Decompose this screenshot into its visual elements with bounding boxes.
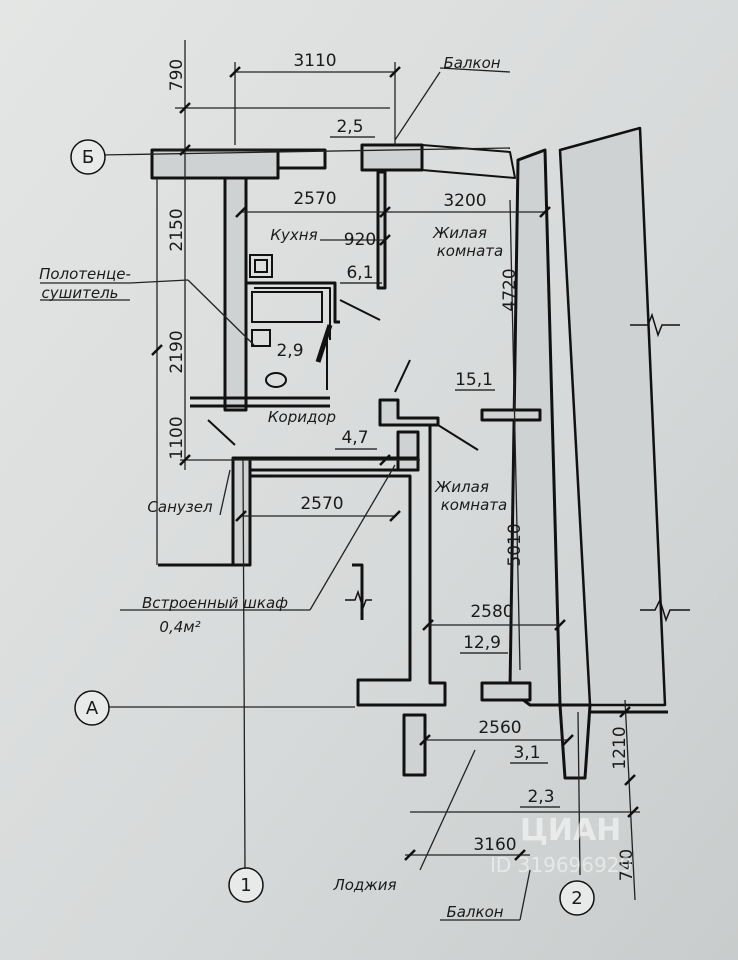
label-living-2-line2: комната xyxy=(441,496,507,514)
area-balcony-top: 2,5 xyxy=(336,117,363,137)
area-loggia-b: 2,3 xyxy=(527,787,554,807)
dim-4720: 4720 xyxy=(500,268,520,311)
dim-1210: 1210 xyxy=(610,726,630,769)
dim-920: 920 xyxy=(344,230,376,250)
dim-3200: 3200 xyxy=(443,191,486,211)
axis-a-circle xyxy=(74,690,110,726)
dim-2570-kitchen: 2570 xyxy=(293,189,336,209)
label-towel-line2: сушитель xyxy=(42,284,119,302)
axis-2-label: 2 xyxy=(571,888,582,909)
label-living-1-line2: комната xyxy=(437,242,503,260)
stove-icon xyxy=(249,254,273,278)
label-balcony-bottom: Балкон xyxy=(446,903,503,921)
toilet-icon xyxy=(265,372,287,388)
label-kitchen: Кухня xyxy=(270,226,317,244)
axis-b-label: Б xyxy=(82,147,94,168)
fixtures xyxy=(249,254,323,388)
bathtub-icon xyxy=(251,291,323,323)
area-living-big: 15,1 xyxy=(455,370,493,390)
dim-1100: 1100 xyxy=(167,416,187,459)
label-loggia: Лоджия xyxy=(332,876,396,894)
dim-3160: 3160 xyxy=(473,835,516,855)
label-corridor: Коридор xyxy=(268,408,336,426)
area-underlines xyxy=(330,136,560,808)
label-balcony-top: Балкон xyxy=(443,54,500,72)
dim-2150: 2150 xyxy=(167,208,187,251)
label-closet-area: 0,4м² xyxy=(159,618,200,636)
axis-1-label: 1 xyxy=(240,875,251,896)
area-living-small: 12,9 xyxy=(463,633,501,653)
label-towel-line1: Полотенце- xyxy=(39,265,131,283)
area-loggia-a: 3,1 xyxy=(513,743,540,763)
axis-2-circle xyxy=(559,880,595,916)
dim-740: 740 xyxy=(617,849,637,881)
label-living-1-line1: Жилая xyxy=(432,224,487,242)
area-bathroom: 2,9 xyxy=(276,341,303,361)
label-sanuzel: Санузел xyxy=(147,498,213,516)
break-lines xyxy=(345,312,690,623)
axis-1-circle xyxy=(228,867,264,903)
axis-b-circle xyxy=(70,139,106,175)
dim-3110: 3110 xyxy=(293,51,336,71)
label-closet: Встроенный шкаф xyxy=(142,594,288,612)
axis-a-label: А xyxy=(86,698,99,719)
watermark-id: ID 319696929 xyxy=(490,853,632,877)
dim-2580: 2580 xyxy=(470,602,513,622)
watermark-brand: ЦИАН xyxy=(520,813,621,848)
dim-2570-bath: 2570 xyxy=(300,494,343,514)
area-kitchen: 6,1 xyxy=(346,263,373,283)
dim-2560: 2560 xyxy=(478,718,521,738)
label-living-2-line1: Жилая xyxy=(434,478,489,496)
dim-5010: 5010 xyxy=(505,523,525,566)
axis-markers xyxy=(70,139,595,916)
sink-icon xyxy=(251,329,271,347)
area-corridor: 4,7 xyxy=(341,428,368,448)
dimension-ticks xyxy=(151,66,639,861)
dimension-lines xyxy=(40,40,640,921)
dim-2190: 2190 xyxy=(167,330,187,373)
dim-790: 790 xyxy=(167,59,187,91)
